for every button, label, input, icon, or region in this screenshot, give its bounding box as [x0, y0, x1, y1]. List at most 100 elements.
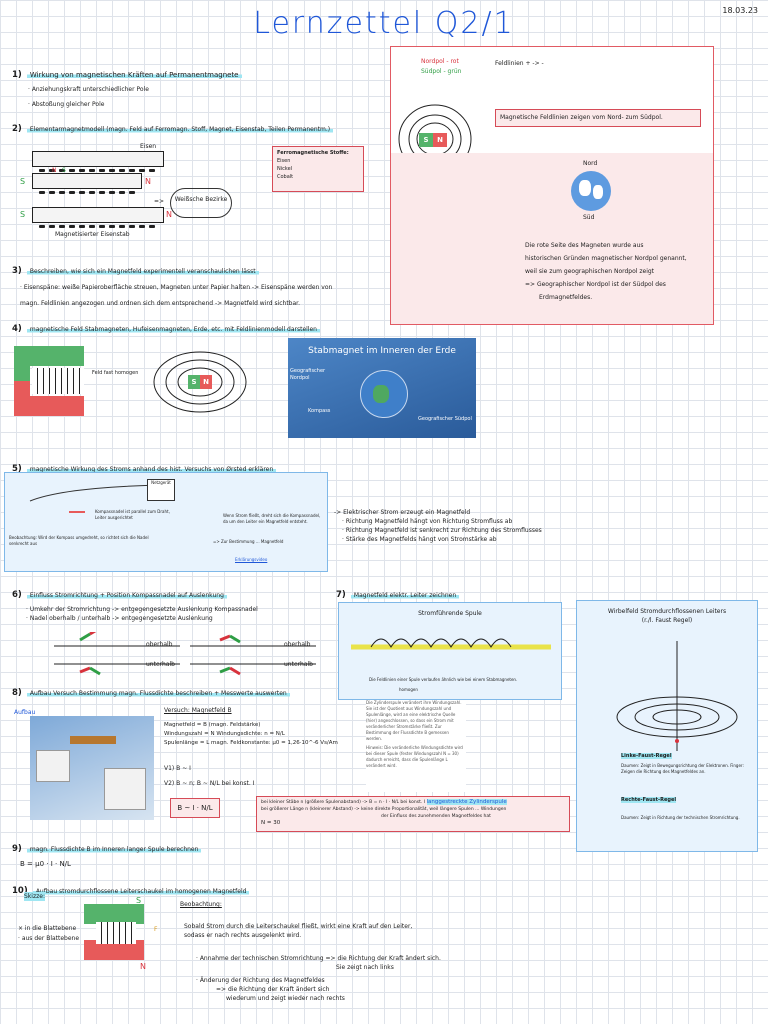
earth-magnet-image: Stabmagnet im Inneren der Erde Geografis…	[288, 338, 476, 438]
sued-label: Süd	[583, 214, 595, 221]
formula-box: B ~ I · N/L	[170, 798, 220, 818]
s-label: S	[62, 167, 66, 174]
rechte-faust-regel-text: Daumen: Zeigt in Richtung der technische…	[621, 815, 740, 820]
section-2: 2) Elementarmagnetmodell (magn. Feld auf…	[12, 116, 382, 135]
messwerte-box: bei kleiner Stäbe n (größere Spulenabsta…	[256, 796, 570, 832]
coil-note: Die Feldlinien einer Spule verlaufen ähn…	[369, 677, 518, 682]
section-9: 9) magn. Flussdichte B im Inneren langer…	[12, 836, 372, 869]
legend-out: · aus der Blattebene	[18, 935, 80, 942]
eisenstab-magnetized	[32, 207, 164, 228]
wirbelfeld-title: Wirbelfeld Stromdurchflossenen Leiters	[607, 608, 727, 615]
wirbelfeld-sketch	[616, 641, 738, 751]
langgestreckt-label: langgestreckte Zylinderspule	[426, 799, 507, 805]
section-heading: Einfluss Stromrichtung + Position Kompas…	[26, 592, 227, 599]
annahme-line: Änderung der Richtung des Magnetfeldes	[196, 976, 456, 985]
box-note-left: Kompassnadel ist parallel zum Draht, Lei…	[95, 509, 170, 520]
magnet-n: N	[200, 375, 212, 389]
oersted-experiment-box: Netzgerät Kompassnadel ist parallel zum …	[4, 472, 328, 572]
compass-needle	[69, 511, 85, 513]
section-number: 1)	[12, 70, 22, 80]
earth-icon	[360, 370, 408, 418]
n-value: N = 30	[261, 820, 281, 826]
magnet-poles-panel: Nordpol - rot Südpol - grün Feldlinien +…	[390, 46, 714, 325]
section-heading: Magnetfeld elektr. Leiter zeichnen	[350, 592, 460, 599]
text-line: Die rote Seite des Magneten wurde aus	[525, 242, 644, 249]
section-number: 6)	[12, 590, 22, 600]
text-line: Eisenspäne: weiße Papieroberfläche streu…	[20, 283, 392, 292]
text-line: magn. Feldlinien angezogen und ordnen si…	[20, 300, 300, 307]
info-text: Die Zylinderspule verändert ihre Windung…	[366, 700, 466, 792]
wirbelfeld-subtitle: (r./l. Faust Regel)	[641, 617, 693, 624]
leiterschaukel-sketch	[84, 904, 144, 960]
coil-sketch	[351, 638, 551, 650]
section-heading: Wirkung von magnetischen Kräften auf Per…	[26, 71, 242, 79]
n-pole-label: N	[140, 962, 146, 971]
bullet-item: Umkehr der Stromrichtung -> entgegengese…	[26, 605, 332, 614]
wirbelfeld-box: Wirbelfeld Stromdurchflossenen Leiters (…	[576, 600, 758, 852]
result-line: Richtung Magnetfeld hängt von Richtung S…	[342, 517, 754, 526]
horseshoe-magnet	[14, 346, 84, 416]
flussdichte-formula: B = μ0 · I · N/L	[20, 860, 71, 868]
section-number: 5)	[12, 464, 22, 474]
result-line: -> Elektrischer Strom erzeugt ein Magnet…	[334, 509, 471, 516]
ferro-item: Nickel	[277, 166, 293, 172]
messwerte-line: der Einfluss des zunehmenden Magnetfelde…	[381, 814, 491, 819]
text-line: historischen Gründen magnetischer Nordpo…	[525, 255, 687, 262]
section-4: 4) magnetische Feld Stabmagneten, Hufeis…	[12, 316, 392, 335]
info-paragraph: Die Zylinderspule verändert ihre Windung…	[366, 700, 462, 741]
annahme-line: => die Richtung der Kraft ändert sich	[216, 986, 330, 993]
nordpol-label: Nordpol - rot	[421, 58, 459, 65]
weisssche-bezirke-cloud: Weißsche Bezirke	[170, 188, 232, 218]
box-note-right: Wenn Strom fließt, dreht sich die Kompas…	[223, 513, 321, 524]
explanation-text: Die rote Seite des Magneten wurde aus hi…	[525, 241, 705, 302]
bullet-item: Abstoßung gleicher Pole	[28, 100, 372, 109]
feldlinien-statement: Magnetische Feldlinien zeigen vom Nord- …	[495, 109, 701, 127]
section-number: 4)	[12, 324, 22, 334]
text-line: Erdmagnetfeldes.	[539, 294, 593, 301]
annahme-block: Annahme der technischen Stromrichtung =>…	[196, 954, 456, 1003]
annahme-line: wiederum und zeigt wieder nach rechts	[226, 995, 345, 1002]
suedpol-label: Südpol - grün	[421, 68, 462, 75]
bullet-item: Nadel oberhalb / unterhalb -> entgegenge…	[26, 614, 332, 623]
coil-box: Stromführende Spule Die Feldlinien einer…	[338, 602, 562, 700]
box-note-left-2: Beobachtung: Wird der Kompass umgedreht,…	[9, 535, 149, 546]
aufbau-label: Aufbau	[14, 709, 36, 716]
coil-title: Stromführende Spule	[418, 610, 482, 617]
section-1: 1) Wirkung von magnetischen Kräften auf …	[12, 62, 372, 109]
result-line: Stärke des Magnetfelds hängt von Stromst…	[342, 535, 754, 544]
ferro-item: Cobalt	[277, 174, 294, 180]
section-8: 8) Aufbau Versuch Bestimmung magn. Fluss…	[12, 680, 372, 699]
force-label: F	[154, 926, 158, 933]
messwerte-line: bei größerer Länge n (kleinerer Abstand)…	[261, 807, 507, 812]
ferromagnetic-box: Ferromagnetische Stoffe: Eisen Nickel Co…	[272, 146, 364, 192]
beobachtung-label: Beobachtung:	[180, 901, 222, 908]
section-number: 9)	[12, 844, 22, 854]
section-heading: magnetische Wirkung des Stroms anhand de…	[26, 466, 277, 473]
section-number: 3)	[12, 266, 22, 276]
eisenstab-unmagnetized	[32, 151, 164, 172]
messwerte-line: bei kleiner Stäbe n (größere Spulenabsta…	[261, 800, 426, 805]
oersted-results: -> Elektrischer Strom erzeugt ein Magnet…	[334, 508, 754, 544]
section-7: 7) Magnetfeld elektr. Leiter zeichnen	[336, 582, 536, 601]
ferro-title: Ferromagnetische Stoffe:	[277, 150, 349, 156]
netzgeraet: Netzgerät	[147, 479, 175, 501]
section-number: 2)	[12, 124, 22, 134]
nord-label: Nord	[583, 160, 598, 167]
unterhalb-label: unterhalb	[284, 661, 313, 668]
geo-nord-label: Geografischer Nordpol	[290, 368, 326, 381]
eisen-label: Eisen	[140, 143, 157, 150]
unterhalb-label: unterhalb	[146, 661, 175, 668]
section-heading: Aufbau stromdurchflossene Leiterschaukel…	[32, 888, 250, 895]
versuch-row: Magnetfeld = B (magn. Feldstärke)	[164, 722, 261, 728]
section-number: 8)	[12, 688, 22, 698]
section-heading: Aufbau Versuch Bestimmung magn. Flussdic…	[26, 690, 290, 697]
box-note-right-2: => Zur Bestimmung ... Magnetfeld	[213, 539, 284, 544]
north-pole-label: N	[166, 210, 172, 219]
annahme-line: Annahme der technischen Stromrichtung =>…	[196, 954, 456, 963]
v2-result: V2) B ~ n; B ~ N/L bei konst. I	[164, 780, 255, 787]
south-pole-label: S	[20, 210, 26, 219]
explanation-video-link[interactable]: Erklärungsvideo	[235, 557, 268, 562]
skizze-label: Skizze:	[24, 892, 45, 901]
n-label: N	[52, 167, 57, 174]
section-6: 6) Einfluss Stromrichtung + Position Kom…	[12, 582, 332, 623]
